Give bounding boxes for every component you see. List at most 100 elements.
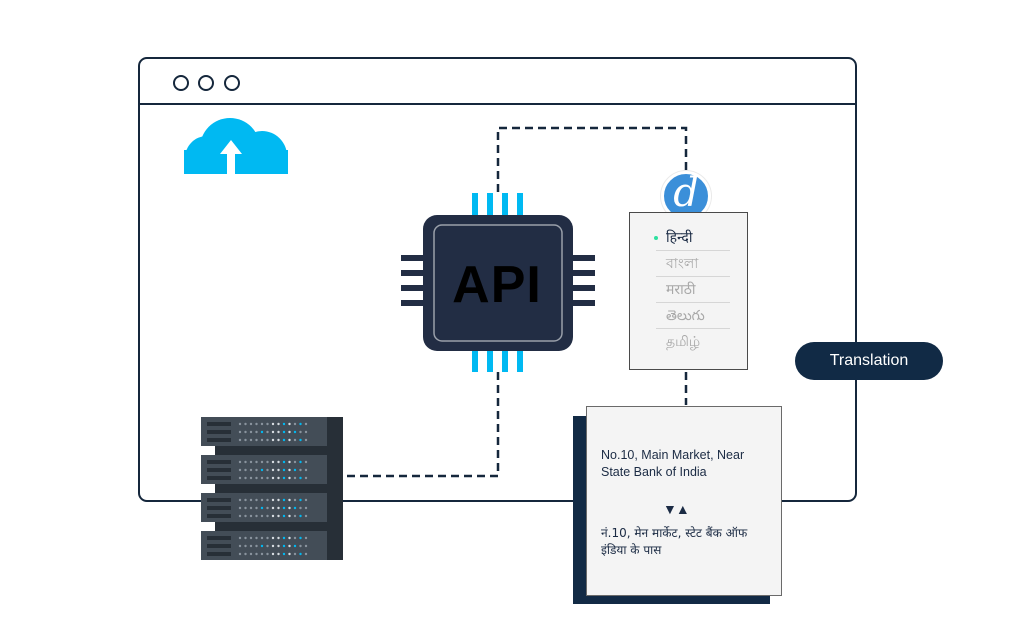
server-led <box>304 514 308 518</box>
server-led <box>282 552 286 556</box>
server-led <box>238 544 242 548</box>
server-led <box>277 514 280 518</box>
server-led <box>282 468 286 472</box>
server-led <box>277 498 280 502</box>
server-led <box>238 514 242 518</box>
server-led <box>238 460 242 464</box>
server-led <box>238 498 242 502</box>
server-led <box>244 552 247 556</box>
server-led <box>271 514 275 518</box>
server-led <box>260 468 264 472</box>
server-led <box>288 498 291 502</box>
server-led <box>271 430 275 434</box>
language-option-bengali[interactable]: বাংলা <box>656 251 730 277</box>
server-led <box>238 552 242 556</box>
server-led <box>244 506 247 510</box>
window-control-dot <box>198 75 214 91</box>
browser-title-bar <box>140 59 855 105</box>
server-led <box>304 476 308 480</box>
server-led <box>260 430 264 434</box>
server-led <box>288 552 291 556</box>
server-led <box>299 468 302 472</box>
language-option-telugu[interactable]: తెలుగు <box>656 303 730 329</box>
server-led <box>249 422 253 426</box>
server-led <box>282 498 286 502</box>
server-led <box>299 476 302 480</box>
server-led <box>260 552 264 556</box>
server-led <box>255 476 258 480</box>
server-led <box>255 552 258 556</box>
language-label: বাংলা <box>666 256 699 272</box>
server-slot <box>207 476 231 480</box>
server-led <box>260 514 264 518</box>
language-option-marathi[interactable]: मराठी <box>656 277 730 303</box>
server-led <box>271 476 275 480</box>
server-led <box>304 506 308 510</box>
server-led <box>288 536 291 540</box>
language-option-tamil[interactable]: தமிழ் <box>656 329 730 355</box>
translated-address-text: नं.10, मेन मार्केट, स्टेट बैंक ऑफ इंडिया… <box>601 526 748 557</box>
language-option-hindi[interactable]: हिन्दी <box>654 225 730 251</box>
server-led <box>288 514 291 518</box>
server-led <box>299 438 302 442</box>
server-led <box>255 544 258 548</box>
server-led <box>288 476 291 480</box>
server-led <box>266 430 269 434</box>
server-led <box>266 544 269 548</box>
server-led <box>277 438 280 442</box>
server-led <box>255 438 258 442</box>
server-led <box>299 422 302 426</box>
server-led <box>293 506 297 510</box>
server-slot <box>207 430 231 434</box>
server-led <box>277 506 280 510</box>
server-led <box>288 506 291 510</box>
server-led <box>304 430 308 434</box>
server-led <box>249 552 253 556</box>
server-led <box>277 552 280 556</box>
server-led <box>260 544 264 548</box>
server-led <box>249 468 253 472</box>
server-led <box>288 430 291 434</box>
server-led <box>260 536 264 540</box>
server-led <box>304 536 308 540</box>
server-led <box>255 468 258 472</box>
cloud-upload-icon <box>182 118 292 184</box>
server-led <box>299 544 302 548</box>
server-led <box>266 422 269 426</box>
server-led <box>249 536 253 540</box>
server-led <box>299 552 302 556</box>
server-led <box>238 422 242 426</box>
server-led <box>282 544 286 548</box>
server-slot <box>207 552 231 556</box>
server-led <box>249 498 253 502</box>
server-led <box>277 476 280 480</box>
server-led <box>244 460 247 464</box>
server-led <box>271 552 275 556</box>
server-led <box>266 514 269 518</box>
server-led <box>244 468 247 472</box>
server-led <box>249 514 253 518</box>
server-led <box>271 422 275 426</box>
language-label: తెలుగు <box>666 308 705 324</box>
server-led <box>299 460 302 464</box>
server-led <box>255 506 258 510</box>
server-led <box>299 506 302 510</box>
server-led <box>293 514 297 518</box>
server-led <box>293 476 297 480</box>
selected-bullet-icon <box>654 236 658 240</box>
server-slot <box>207 460 231 464</box>
server-led <box>293 438 297 442</box>
swap-arrows-icon: ▼▲ <box>663 501 690 517</box>
server-led <box>282 430 286 434</box>
server-led <box>255 460 258 464</box>
server-slot <box>207 536 231 540</box>
server-led <box>277 430 280 434</box>
server-led <box>293 544 297 548</box>
server-led <box>244 438 247 442</box>
api-chip-icon <box>401 193 595 372</box>
server-led <box>266 552 269 556</box>
server-led <box>238 536 242 540</box>
server-led <box>293 468 297 472</box>
server-led <box>304 552 308 556</box>
